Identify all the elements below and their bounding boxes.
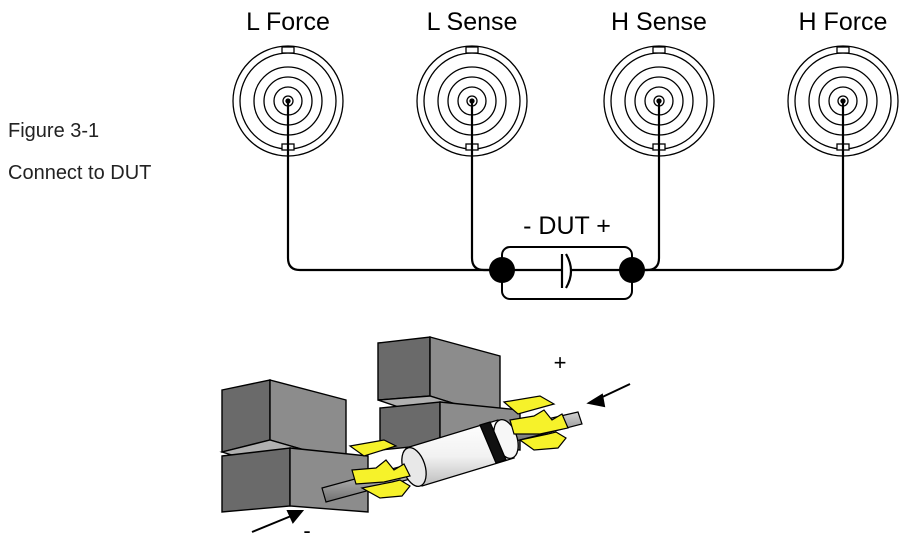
terminal-label-l-sense: L Sense [427,8,518,36]
fixture-minus-label: - [303,518,310,542]
capacitor-symbol [502,253,632,289]
wiring [286,101,845,272]
alligator-clip-left [348,439,411,499]
dut-node-minus [489,257,515,283]
arrow-plus [586,383,631,408]
dut-node-plus [619,257,645,283]
alligator-clip-right [502,395,569,451]
dut-label: - DUT + [523,212,611,240]
fixture-plus-label: + [554,350,567,375]
terminal-label-l-force: L Force [246,8,330,36]
test-fixture-illustration: + - [219,336,631,542]
fixture-block-left [219,379,369,513]
figure-number: Figure 3-1 [8,120,100,142]
figure-title: Connect to DUT [8,162,152,184]
terminal-label-h-sense: H Sense [611,8,707,36]
arrow-minus [251,510,305,533]
terminal-label-h-force: H Force [799,8,888,36]
